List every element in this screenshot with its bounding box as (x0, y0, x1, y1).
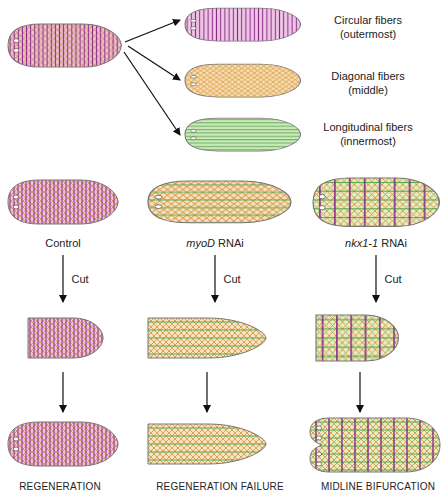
condition-label: nkx1-1 RNAi (321, 236, 431, 250)
fiber-label: Diagonal fibers (middle) (318, 69, 418, 97)
condition-label: myoD RNAi (160, 236, 270, 250)
step-label: Cut (373, 272, 413, 286)
step-label: Cut (60, 272, 100, 286)
condition-label: Control (13, 236, 113, 250)
fiber-label: Longitudinal fibers (innermost) (318, 120, 418, 148)
outcome-label: REGENERATION (0, 480, 120, 494)
step-label: Cut (212, 272, 252, 286)
outcome-label: MIDLINE BIFURCATION (313, 480, 443, 494)
outcome-label: REGENERATION FAILURE (145, 480, 295, 494)
fiber-label: Circular fibers (outermost) (318, 13, 418, 41)
